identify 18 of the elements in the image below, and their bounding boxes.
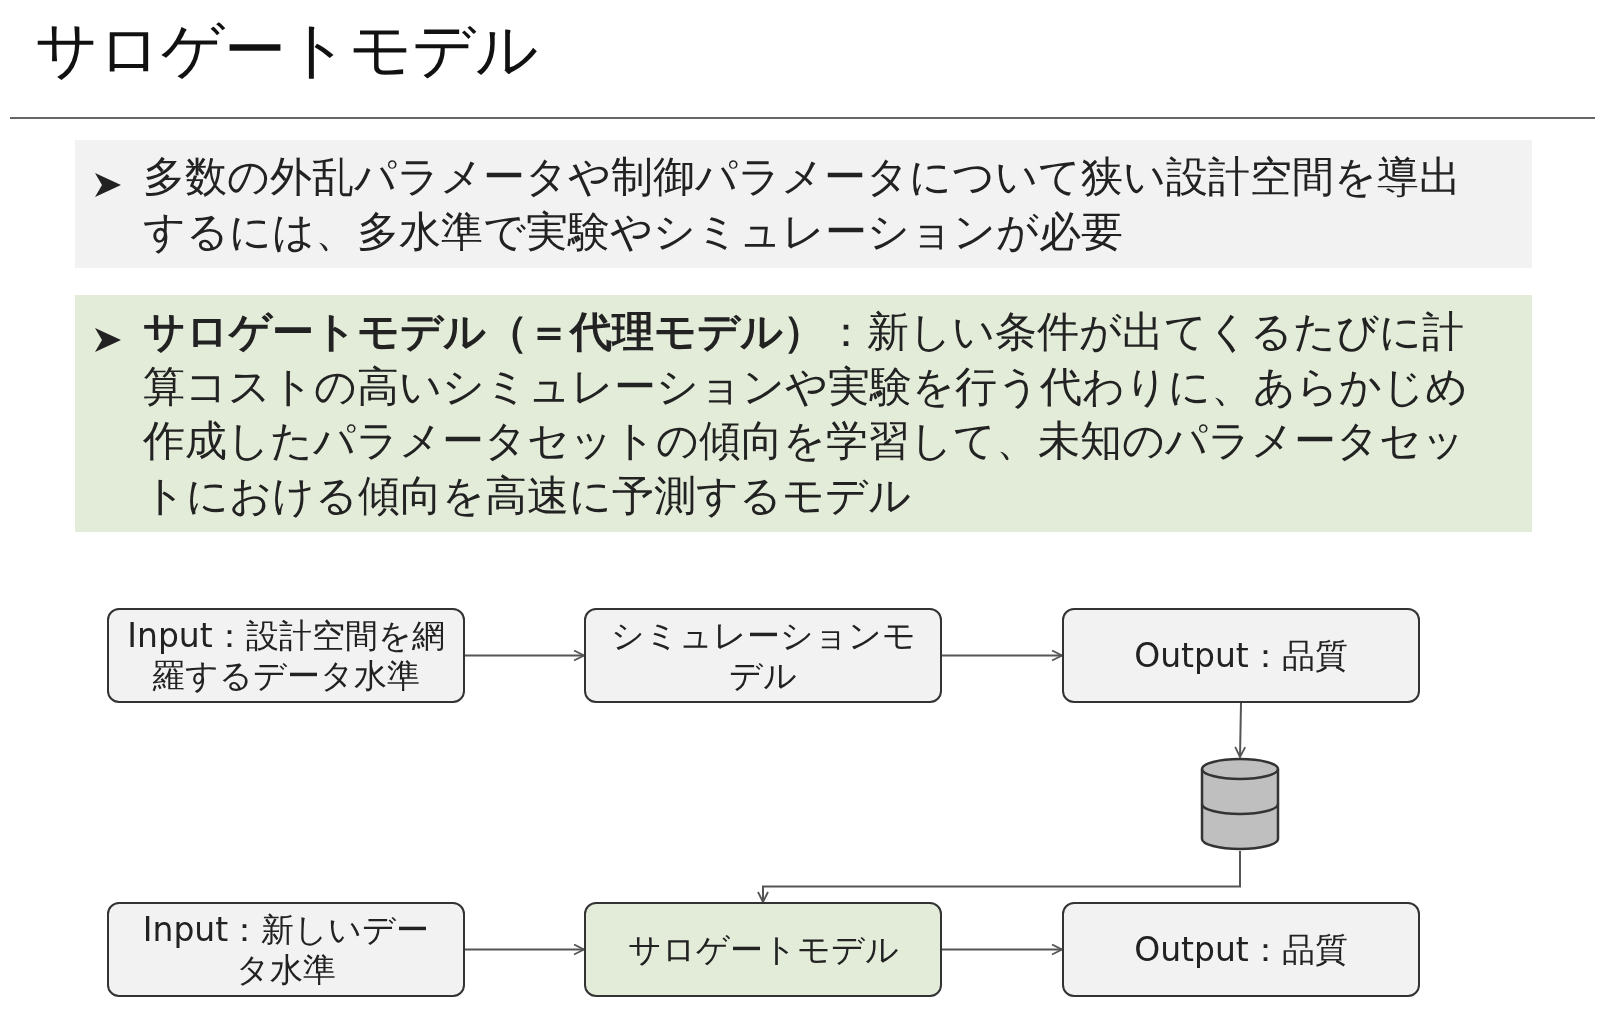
process-box: Input：設計空間を網羅するデータ水準 xyxy=(107,608,465,703)
arrow xyxy=(464,649,585,662)
process-box: サロゲートモデル xyxy=(584,902,942,997)
highlight-band xyxy=(75,140,1532,268)
process-box: Output：品質 xyxy=(1062,902,1420,997)
process-box: Output：品質 xyxy=(1062,608,1420,703)
process-box: シミュレーションモデル xyxy=(584,608,942,703)
bullet-text: サロゲートモデル（＝代理モデル）：新しい条件が出てくるたびに計算コストの高いシミュレーションや実験を行う代わりに、あらかじめ作成したパラメータセットの傾向を学習して、未知のパラメータセットにおける傾向を高速に予測するモデル xyxy=(143,306,1469,522)
process-box: Input：新しいデータ水準 xyxy=(107,902,465,997)
arrow xyxy=(757,850,1241,903)
database-cylinder xyxy=(1200,757,1280,851)
bullet-text: 多数の外乱パラメータや制御パラメータについて狭い設計空間を導出するには、多水準で実験やシミュレーションが必要 xyxy=(143,151,1462,258)
arrow xyxy=(941,943,1063,956)
slide-title: サロゲートモデル xyxy=(35,12,538,88)
arrow xyxy=(464,943,585,956)
arrow xyxy=(1234,702,1247,758)
highlight-band xyxy=(75,295,1532,532)
arrow xyxy=(941,649,1063,662)
